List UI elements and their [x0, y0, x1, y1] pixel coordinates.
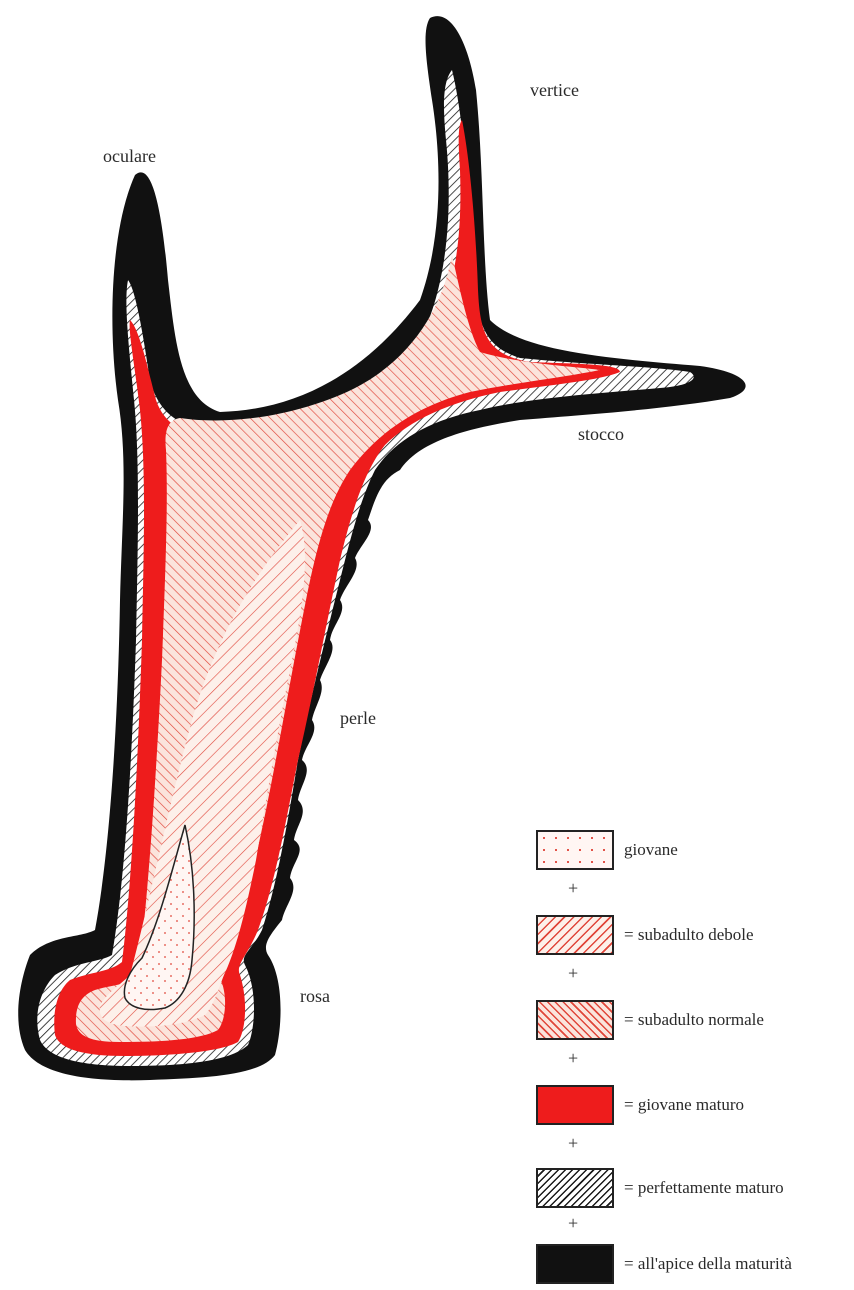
legend-item-young-mature: = giovane maturo: [536, 1085, 744, 1125]
legend-label: = subadulto normale: [624, 1010, 764, 1030]
legend-item-perfectly-mature: = perfettamente maturo: [536, 1168, 784, 1208]
legend-plus: +: [568, 963, 578, 984]
legend-item-subadult-weak: = subadulto debole: [536, 915, 754, 955]
swatch-hatch-dense: [536, 1000, 614, 1040]
legend-label: = all'apice della maturità: [624, 1254, 792, 1274]
label-burr: rosa: [300, 986, 330, 1007]
label-tine: stocco: [578, 424, 624, 445]
swatch-stippled: [536, 830, 614, 870]
legend-item-apex-maturity: = all'apice della maturità: [536, 1244, 792, 1284]
legend-label: = giovane maturo: [624, 1095, 744, 1115]
label-ocular: oculare: [103, 146, 156, 167]
legend-plus: +: [568, 1048, 578, 1069]
legend-item-subadult-normal: = subadulto normale: [536, 1000, 764, 1040]
legend-label: giovane: [624, 840, 678, 860]
legend-plus: +: [568, 1213, 578, 1234]
swatch-hatch-black: [536, 1168, 614, 1208]
label-top: vertice: [530, 80, 579, 101]
legend-plus: +: [568, 1133, 578, 1154]
swatch-red: [536, 1085, 614, 1125]
label-pearls: perle: [340, 708, 376, 729]
swatch-hatch-light: [536, 915, 614, 955]
legend-item-young: giovane: [536, 830, 678, 870]
legend-label: = perfettamente maturo: [624, 1178, 784, 1198]
legend-label: = subadulto debole: [624, 925, 754, 945]
legend-plus: +: [568, 878, 578, 899]
swatch-black: [536, 1244, 614, 1284]
